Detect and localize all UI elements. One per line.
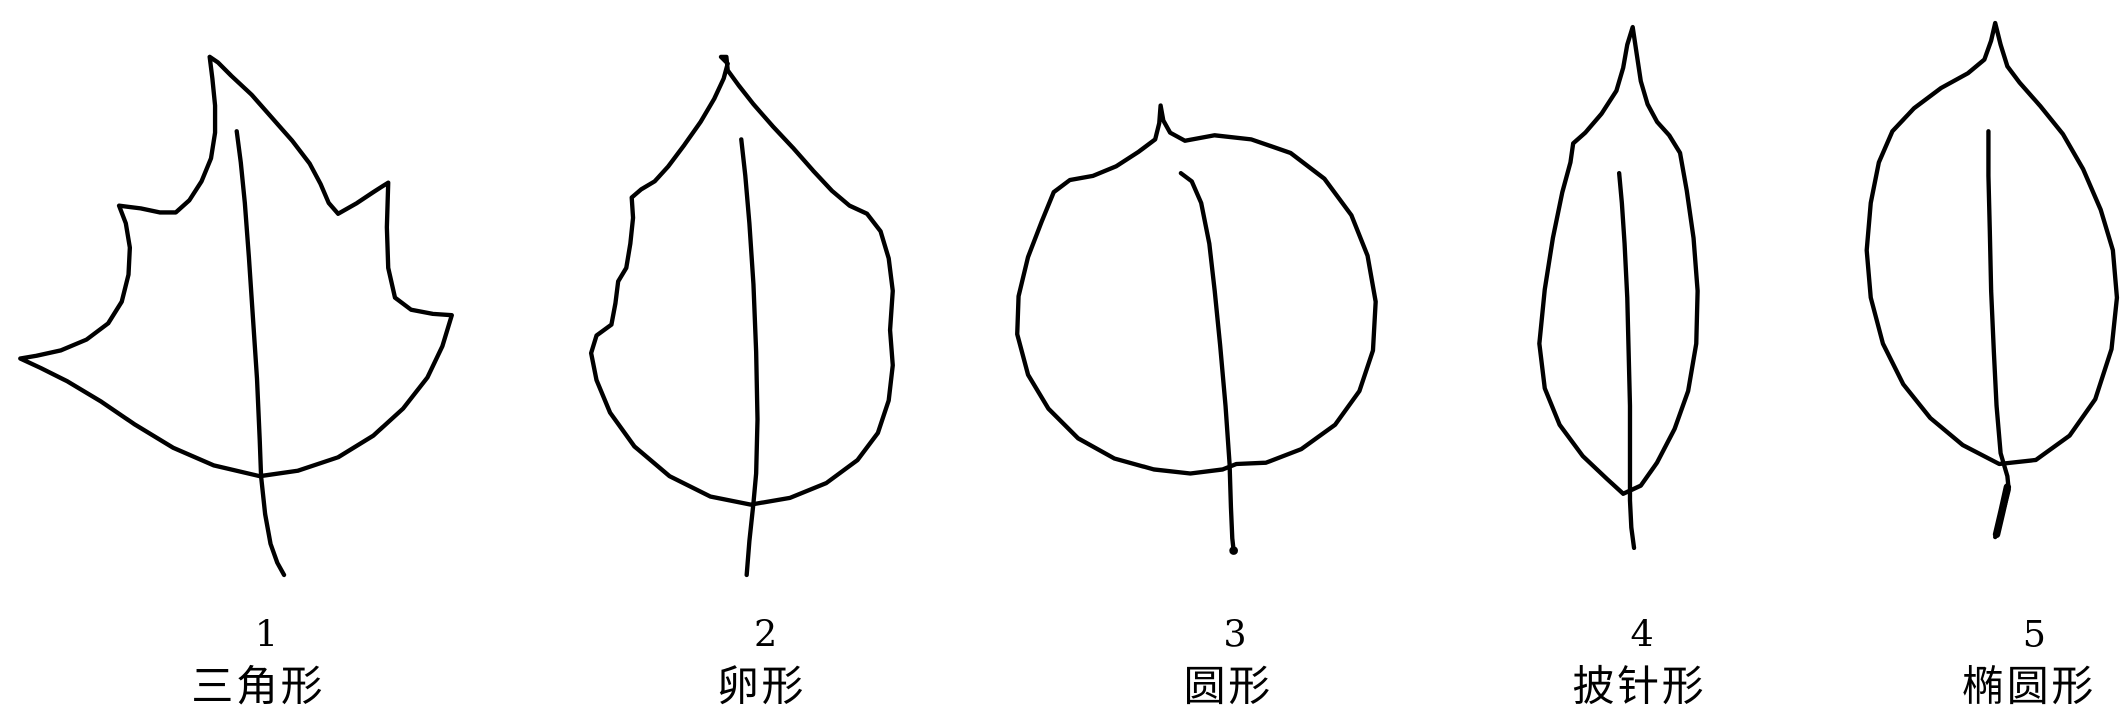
- leaf-outline-round: [1015, 103, 1378, 476]
- leaf-outline-elliptic: [1864, 20, 2120, 467]
- leaf-figure-4: 4 披针形: [1537, 24, 1707, 711]
- midrib-end-dot: [1229, 546, 1238, 555]
- figure-number: 5: [2023, 613, 2046, 656]
- shape-label: 圆形: [1184, 662, 1273, 711]
- shape-label: 椭圆形: [1962, 662, 2096, 711]
- leaf-midrib: [234, 129, 287, 578]
- leaf-outline-triangular: [18, 54, 454, 479]
- leaf-midrib: [1178, 171, 1236, 553]
- shape-label: 三角形: [191, 662, 325, 711]
- leaf-figure-2: 2 卵形: [588, 54, 895, 711]
- leaf-figure-3: 3 圆形: [1015, 103, 1378, 711]
- leaf-figure-5: 5 椭圆形: [1864, 20, 2120, 711]
- leaf-midrib: [1616, 171, 1637, 551]
- leaf-figure-1: 1 三角形: [18, 54, 454, 711]
- figure-number: 1: [255, 613, 278, 656]
- shape-label: 披针形: [1573, 662, 1707, 711]
- figure-number: 2: [754, 613, 777, 656]
- leaf-midrib: [739, 137, 760, 578]
- leaf-outline-ovate: [588, 54, 895, 507]
- leaf-midrib: [1986, 129, 2011, 540]
- figure-number: 3: [1223, 613, 1246, 656]
- shape-label: 卵形: [717, 662, 806, 711]
- leaf-outline-lanceolate: [1537, 24, 1700, 496]
- figure-number: 4: [1631, 613, 1654, 656]
- leaf-stem: [1992, 483, 2012, 539]
